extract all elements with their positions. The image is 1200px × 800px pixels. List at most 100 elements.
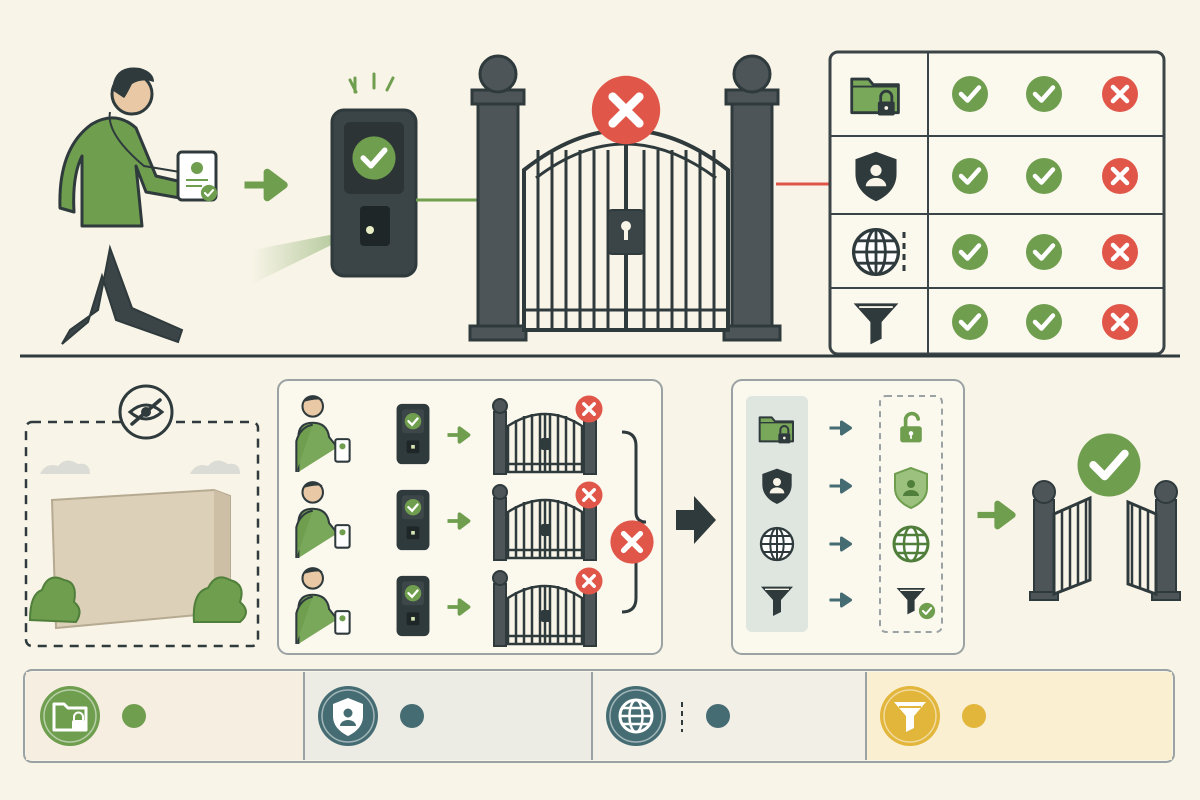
legend-icon-ring	[609, 689, 663, 743]
badge-photo	[191, 162, 203, 174]
mini-reader	[395, 402, 431, 466]
folder-lock-icon	[850, 77, 900, 117]
open-gate-bars-left	[1060, 500, 1088, 592]
folder-lock-icon	[758, 416, 794, 445]
legend-dot	[400, 704, 424, 728]
layer-row	[759, 525, 930, 563]
open-gate-ball-left	[1032, 480, 1056, 504]
layers-panel	[731, 379, 965, 655]
eye-slash-line	[130, 398, 162, 426]
layers-result-column	[879, 395, 943, 633]
legend-icon-ring	[43, 689, 97, 743]
check-icon	[952, 234, 988, 270]
attempts-bracket	[621, 430, 647, 614]
mini-reader	[395, 574, 431, 638]
legend-segment	[26, 672, 304, 760]
legend-segment	[865, 672, 1172, 760]
gate-post-left	[476, 98, 520, 338]
main-gate	[468, 54, 782, 342]
layer-row	[762, 466, 928, 510]
open-gate	[1029, 434, 1181, 601]
badge-check-icon	[200, 184, 218, 202]
legend-segment	[303, 672, 592, 760]
mini-reader	[395, 488, 431, 552]
check-icon	[952, 158, 988, 194]
open-gate-base-right	[1151, 591, 1181, 601]
legend-segment	[591, 672, 866, 760]
x-icon	[1102, 304, 1138, 340]
shield-user-head	[907, 480, 915, 488]
reader-signal	[348, 72, 395, 94]
check-icon	[1026, 76, 1062, 112]
legend-dot	[122, 704, 146, 728]
globe-parallels	[620, 706, 652, 726]
combined-x-icon	[610, 520, 653, 563]
layers-column	[746, 396, 808, 632]
shield-user-head	[343, 708, 353, 718]
reader-sensor	[360, 206, 390, 246]
matrix-row	[851, 227, 1138, 277]
filter-icon	[894, 702, 926, 732]
bush-left	[28, 576, 81, 624]
globe-icon	[851, 227, 901, 277]
check-icon	[1026, 304, 1062, 340]
open-gate-door-left	[1052, 495, 1092, 597]
badge-lines	[186, 179, 208, 187]
matrix-cells	[850, 76, 1138, 346]
x-icon	[1102, 158, 1138, 194]
shield-user-body	[340, 720, 356, 726]
attempt-x-icon	[574, 480, 604, 510]
arrow-to-open-gate	[978, 504, 1013, 527]
gate-lock-slot	[624, 228, 628, 240]
x-icon	[1102, 76, 1138, 112]
attempt-x-icon	[574, 394, 604, 424]
check-icon	[952, 76, 988, 112]
x-icon	[1102, 234, 1138, 270]
person-body	[58, 116, 184, 228]
arrow-to-layers	[676, 496, 716, 544]
gate-post-right-base	[722, 324, 782, 342]
shield-user-body	[903, 490, 919, 496]
gate-post-right	[730, 98, 774, 338]
gate-post-left-base	[468, 324, 528, 342]
legend-dot	[962, 704, 986, 728]
reader-led	[366, 226, 374, 234]
open-gate-bars-right	[1130, 504, 1150, 592]
folder-lock-icon	[52, 702, 88, 732]
open-gate-ball-right	[1154, 480, 1178, 504]
person-walking	[58, 67, 218, 345]
arrow-to-reader	[245, 172, 285, 198]
gate-post-right-ball	[732, 54, 772, 94]
gate-post-left-ball	[478, 54, 518, 94]
folder-lock-padlock	[72, 720, 85, 731]
legend-icon-badge	[40, 686, 100, 746]
legend-bar	[23, 669, 1175, 763]
lanyard	[108, 111, 181, 173]
globe-icon	[759, 526, 795, 562]
gate-x-icon	[592, 76, 660, 144]
check-icon	[952, 304, 988, 340]
legend-segments	[26, 672, 1172, 760]
globe-parallels	[894, 533, 928, 555]
cloud-left	[40, 460, 90, 474]
open-gate-check-icon	[1078, 434, 1141, 497]
policy-matrix	[828, 50, 1166, 356]
cloud-right	[190, 460, 240, 474]
hidden-wall-panel	[24, 384, 260, 648]
open-gate-base-left	[1029, 591, 1059, 601]
reader-check-icon	[352, 136, 395, 179]
person-hair	[112, 67, 154, 98]
legend-icon-ring	[883, 689, 937, 743]
filter-check-icon	[918, 602, 936, 620]
folder-lock-shackle	[73, 711, 84, 720]
badge-reader	[330, 72, 418, 278]
attempt-x-icon	[574, 566, 604, 596]
legend-dot	[706, 704, 730, 728]
matrix-frame	[828, 50, 1166, 356]
legend-icon-ring	[321, 689, 375, 743]
check-icon	[1026, 158, 1062, 194]
person-legs	[61, 244, 184, 345]
gate-lock-keyhole	[621, 221, 631, 231]
open-gate-post-right	[1155, 499, 1177, 599]
